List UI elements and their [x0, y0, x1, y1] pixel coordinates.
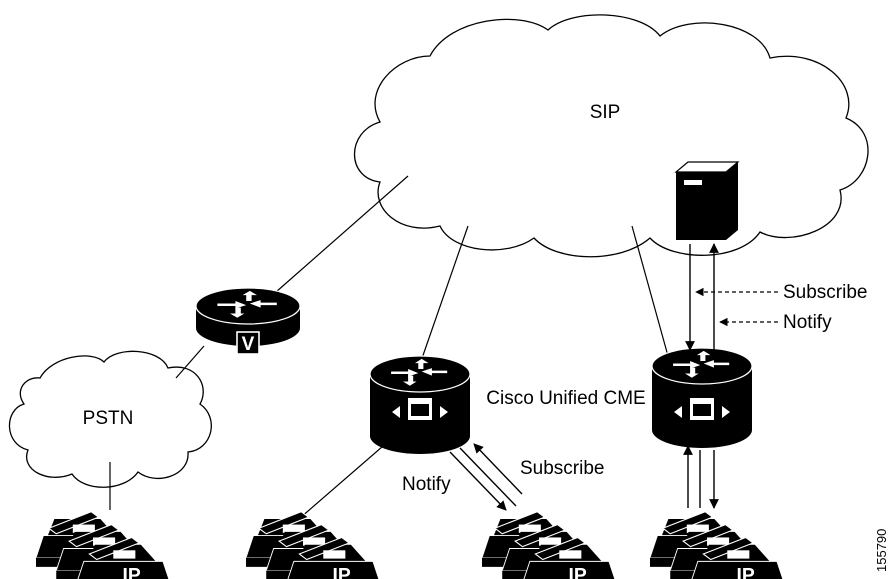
- subscribe-arrow-bottom: [473, 443, 523, 495]
- ip-phone-badge: IP: [123, 566, 141, 579]
- subscribe-label-top: Subscribe: [783, 282, 868, 303]
- notify-label-bottom: Notify: [402, 474, 451, 495]
- phone-symbol-icon: [392, 398, 448, 420]
- ip-phones-cme-subscriber: IP: [482, 512, 616, 579]
- notify-arrow-bottom-2: [459, 447, 517, 507]
- wire-sip-to-voice-router: [275, 175, 409, 293]
- phone-symbol-icon: [674, 398, 730, 420]
- subscribe-label-bottom: Subscribe: [520, 458, 605, 479]
- server-icon: [674, 161, 740, 240]
- wire-voice-router-to-pstn: [175, 345, 205, 379]
- ip-phone-badge: IP: [569, 566, 587, 579]
- sip-cloud-label: SIP: [590, 102, 621, 123]
- pstn-cloud: [8, 350, 212, 488]
- ip-phones-pstn: IP: [36, 512, 170, 579]
- cme-router-center-icon: [369, 355, 471, 454]
- pstn-cloud-label: PSTN: [83, 408, 134, 429]
- cme-label: Cisco Unified CME: [486, 388, 645, 409]
- figure-id: 155790: [874, 529, 889, 572]
- ip-phone-badge: IP: [333, 566, 351, 579]
- voice-badge: V: [242, 334, 255, 355]
- ip-phone-badge: IP: [737, 566, 755, 579]
- wire-sip-to-cme-right: [631, 225, 669, 357]
- cme-router-right-icon: [651, 347, 753, 448]
- ip-phones-cme-right: IP: [650, 512, 784, 579]
- notify-label-top: Notify: [783, 312, 832, 333]
- ip-phones-cme-left: IP: [246, 512, 380, 579]
- notify-arrow-bottom: [449, 451, 507, 511]
- voice-router-icon: V: [195, 287, 301, 355]
- wire-cme-center-to-phones: [299, 439, 391, 519]
- wire-sip-to-cme-center: [419, 225, 469, 365]
- sip-cloud: [354, 14, 869, 258]
